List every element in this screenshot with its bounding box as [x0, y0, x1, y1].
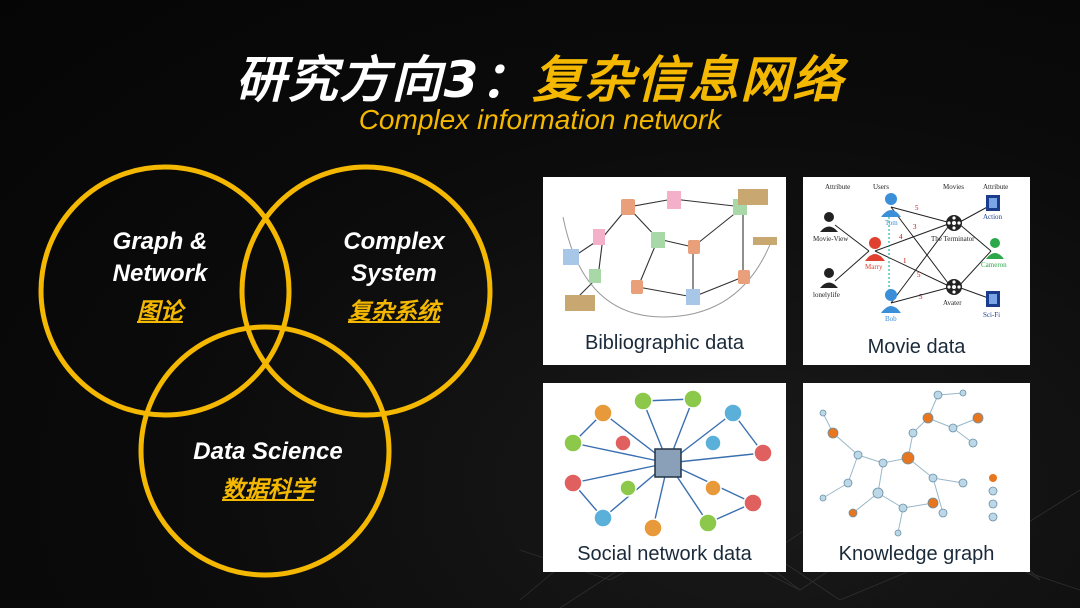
panel-knowledge-graph: Knowledge graph [803, 383, 1030, 572]
label-bob: Bob [885, 315, 897, 323]
bibliographic-graph-illustration [562, 189, 777, 318]
header-attribute-right: Attribute [983, 183, 1008, 191]
caption-knowledge: Knowledge graph [838, 543, 995, 565]
panel-bibliographic-data: Bibliographic data [543, 177, 786, 365]
graph-network-cn: 图论 [137, 299, 183, 325]
page-title: 研究方向3：复杂信息网络 [0, 40, 1080, 112]
graph-network-en-1: Graph & [112, 228, 208, 255]
movie-graph-illustration: Attribute Users Movies Attribute 5 3 4 1… [813, 183, 1008, 323]
caption-movie: Movie data [867, 336, 966, 358]
venn-label-complex-system: Complex System 复杂系统 [294, 226, 494, 328]
title-part1: 研究方向3： [235, 51, 533, 109]
label-cameron: Cameron [981, 261, 1007, 269]
film-strip-icon-action [986, 195, 1000, 211]
graph-network-en-2: Network [112, 260, 208, 287]
edge-weight-3: 4 [899, 233, 903, 241]
caption-social: Social network data [577, 543, 752, 565]
label-lonelylife: lonelylife [813, 291, 840, 299]
knowledge-graph-illustration [819, 389, 998, 537]
page-subtitle: Complex information network [358, 104, 722, 135]
data-science-cn: 数据科学 [222, 477, 314, 503]
user-icon-bob [881, 289, 901, 313]
user-icon-lonelylife [820, 268, 838, 288]
header-movies: Movies [943, 183, 964, 191]
title-part2: 复杂信息网络 [532, 51, 845, 109]
label-the-terminator: The Terminator [931, 235, 975, 243]
edge-weight-6: 5 [919, 293, 923, 301]
edge-weight-2: 3 [913, 223, 917, 231]
edge-weight-1: 5 [915, 204, 919, 212]
venn-circle-graph-network [38, 164, 292, 418]
venn-circle-data-science [138, 324, 392, 578]
panel-social-network-data: Social network data [543, 383, 786, 572]
venn-circle-complex-system [239, 164, 493, 418]
caption-bibliographic: Bibliographic data [585, 332, 744, 354]
panel-movie-data: Attribute Users Movies Attribute 5 3 4 1… [803, 177, 1030, 365]
header-users: Users [873, 183, 889, 191]
user-icon-tom [881, 193, 901, 217]
edge-weight-5: 5 [917, 271, 921, 279]
venn-diagram [38, 164, 493, 578]
complex-system-en-2: System [351, 260, 437, 287]
complex-system-cn: 复杂系统 [348, 299, 440, 325]
film-reel-icon-terminator [946, 215, 962, 231]
knowledge-graph-legend [988, 474, 998, 522]
film-reel-icon-avater [946, 279, 962, 295]
header-attribute-left: Attribute [825, 183, 850, 191]
film-strip-icon-scifi [986, 291, 1000, 307]
complex-system-en-1: Complex [343, 228, 445, 255]
label-tom: Tom [885, 219, 898, 227]
label-action: Action [983, 213, 1003, 221]
user-icon-marry [865, 237, 885, 261]
edge-weight-4: 1 [903, 257, 907, 265]
venn-label-graph-network: Graph & Network 图论 [60, 226, 260, 328]
data-science-en: Data Science [193, 438, 343, 465]
label-avater: Avater [943, 299, 962, 307]
social-network-illustration [563, 389, 773, 538]
label-marry: Marry [865, 263, 883, 271]
label-movie-view: Movie-View [813, 235, 849, 243]
user-icon-cameron [986, 238, 1004, 259]
venn-label-data-science: Data Science 数据科学 [148, 436, 388, 506]
user-icon-movie-view [820, 212, 838, 232]
label-scifi: Sci-Fi [983, 311, 1000, 319]
